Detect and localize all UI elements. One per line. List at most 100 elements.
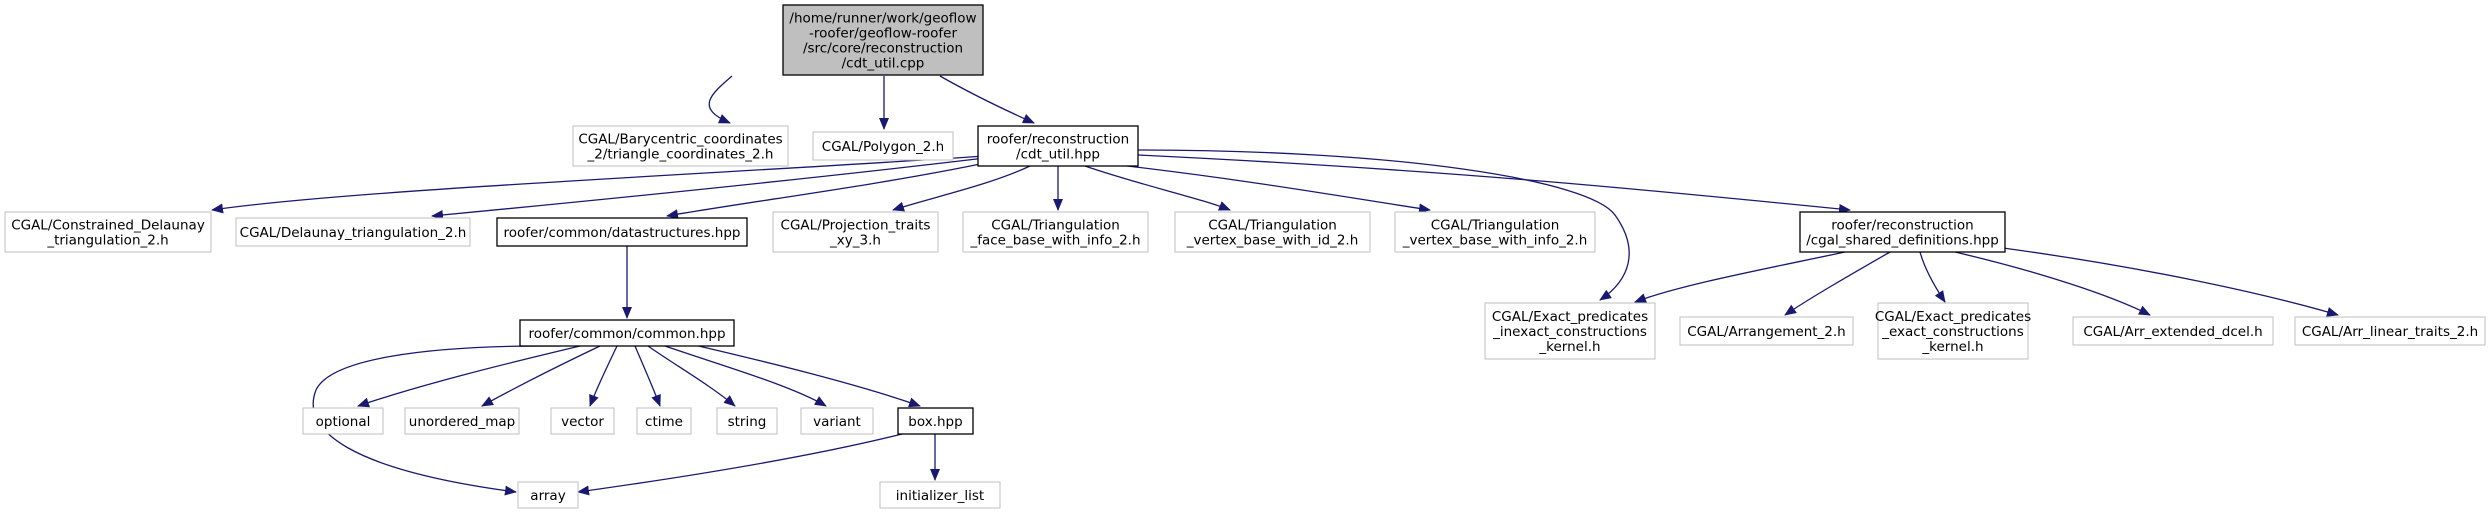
node-box bbox=[235, 217, 471, 247]
node-label-line: _triangulation_2.h bbox=[46, 233, 168, 249]
node-string: string bbox=[716, 407, 778, 435]
node-label-line: CGAL/Arr_linear_traits_2.h bbox=[2302, 324, 2478, 340]
node-delaunay: CGAL/Delaunay_triangulation_2.h bbox=[235, 217, 471, 247]
edge-cdt_hpp-to-inexact bbox=[1137, 149, 1630, 301]
node-label-line: /home/runner/work/geoflow bbox=[789, 11, 976, 27]
node-arrangement: CGAL/Arrangement_2.h bbox=[1679, 316, 1854, 346]
node-label-line: roofer/reconstruction bbox=[987, 132, 1129, 148]
edge-cgal_shared-to-exact bbox=[1919, 251, 1946, 303]
node-vector: vector bbox=[550, 407, 615, 435]
node-box bbox=[404, 407, 520, 435]
node-label-line: CGAL/Triangulation bbox=[991, 218, 1120, 234]
node-box bbox=[800, 407, 874, 435]
node-box bbox=[517, 481, 579, 509]
node-array: array bbox=[517, 481, 579, 509]
node-label-line: CGAL/Arr_extended_dcel.h bbox=[2083, 324, 2262, 340]
edge-root-to-bary bbox=[708, 75, 733, 124]
node-exact: CGAL/Exact_predicates_exact_construction… bbox=[1875, 302, 2031, 360]
node-unordered_map: unordered_map bbox=[404, 407, 520, 435]
edge-cdt_hpp-to-vertex_info bbox=[1109, 163, 1431, 214]
node-label-line: CGAL/Barycentric_coordinates bbox=[578, 132, 782, 148]
node-ctime: ctime bbox=[636, 407, 692, 435]
node-poly: CGAL/Polygon_2.h bbox=[812, 131, 954, 161]
node-face_info: CGAL/Triangulation_face_base_with_info_2… bbox=[962, 211, 1149, 253]
node-label-line: /cdt_util.cpp bbox=[842, 56, 925, 72]
node-box bbox=[496, 217, 748, 247]
node-cdt_hpp[interactable]: roofer/reconstruction/cdt_util.hpp bbox=[977, 125, 1139, 167]
node-label-line: initializer_list bbox=[896, 488, 984, 504]
edge-root-to-cdt_hpp bbox=[939, 75, 1035, 124]
node-box bbox=[519, 319, 735, 347]
edge-common-to-ctime bbox=[634, 345, 661, 407]
node-label-line: array bbox=[530, 488, 565, 504]
node-label-line: /src/core/reconstruction bbox=[803, 41, 963, 57]
node-cgal_shared[interactable]: roofer/reconstruction/cgal_shared_defini… bbox=[1799, 211, 2006, 253]
node-box bbox=[772, 211, 939, 253]
node-box bbox=[1174, 211, 1371, 253]
edge-cgal_shared-to-dcel bbox=[1954, 251, 2151, 316]
node-label-line: CGAL/Triangulation bbox=[1431, 218, 1560, 234]
node-label-line: box.hpp bbox=[908, 414, 962, 430]
node-label-line: _inexact_constructions bbox=[1492, 324, 1647, 340]
node-box bbox=[572, 125, 789, 167]
node-initializer_list: initializer_list bbox=[879, 481, 1001, 509]
node-datastructures[interactable]: roofer/common/datastructures.hpp bbox=[496, 217, 748, 247]
node-box bbox=[636, 407, 692, 435]
node-box bbox=[550, 407, 615, 435]
node-common[interactable]: roofer/common/common.hpp bbox=[519, 319, 735, 347]
node-label-line: unordered_map bbox=[409, 414, 515, 430]
node-label-line: _kernel.h bbox=[1921, 339, 1983, 355]
node-label-line: _2/triangle_coordinates_2.h bbox=[587, 147, 774, 163]
node-label-line: CGAL/Constrained_Delaunay bbox=[11, 218, 205, 234]
node-box bbox=[962, 211, 1149, 253]
node-label-line: ctime bbox=[645, 414, 683, 430]
node-label-line: roofer/common/datastructures.hpp bbox=[504, 225, 741, 241]
node-label-line: CGAL/Exact_predicates bbox=[1492, 309, 1648, 325]
node-variant: variant bbox=[800, 407, 874, 435]
node-box bbox=[812, 131, 954, 161]
edge-common-to-string bbox=[647, 345, 736, 407]
edge-common-to-vector bbox=[589, 345, 618, 407]
node-optional: optional bbox=[302, 407, 384, 435]
edge-cdt_hpp-to-projection bbox=[892, 165, 1031, 212]
node-box[interactable]: box.hpp bbox=[897, 407, 974, 435]
edge-cdt_hpp-to-vertex_id bbox=[1084, 165, 1231, 211]
edge-common-to-optional bbox=[357, 345, 581, 408]
edge-cgal_shared-to-arrangement bbox=[1784, 251, 1891, 316]
node-box bbox=[897, 407, 974, 435]
node-label-line: /cdt_util.hpp bbox=[1016, 147, 1100, 163]
node-label-line: roofer/common/common.hpp bbox=[528, 326, 725, 342]
node-label-line: CGAL/Polygon_2.h bbox=[822, 139, 944, 155]
node-label-line: CGAL/Delaunay_triangulation_2.h bbox=[240, 225, 467, 241]
node-label-line: _exact_constructions bbox=[1881, 324, 2024, 340]
node-box bbox=[879, 481, 1001, 509]
node-linear: CGAL/Arr_linear_traits_2.h bbox=[2294, 316, 2486, 346]
node-box bbox=[302, 407, 384, 435]
edge-cgal_shared-to-linear bbox=[2002, 247, 2339, 317]
node-box bbox=[2072, 316, 2274, 346]
node-label-line: _face_base_with_info_2.h bbox=[969, 233, 1140, 249]
edge-cdt_hpp-to-constrained bbox=[211, 155, 986, 214]
node-projection: CGAL/Projection_traits_xy_3.h bbox=[772, 211, 939, 253]
edge-cdt_hpp-to-delaunay bbox=[431, 157, 986, 220]
node-label-line: _vertex_base_with_id_2.h bbox=[1186, 233, 1359, 249]
node-box bbox=[782, 4, 984, 76]
edges-layer bbox=[211, 75, 2339, 496]
node-box bbox=[1394, 211, 1596, 253]
node-box bbox=[1799, 211, 2006, 253]
node-vertex_id: CGAL/Triangulation_vertex_base_with_id_2… bbox=[1174, 211, 1371, 253]
node-label-line: -roofer/geoflow-roofer bbox=[809, 26, 957, 42]
node-label-line: vector bbox=[561, 414, 604, 430]
node-label-line: variant bbox=[813, 414, 861, 430]
node-label-line: _vertex_base_with_info_2.h bbox=[1402, 233, 1588, 249]
edge-common-to-variant bbox=[664, 345, 827, 407]
edge-common-to-unordered_map bbox=[481, 345, 601, 407]
node-label-line: roofer/reconstruction bbox=[1831, 218, 1973, 234]
node-constrained: CGAL/Constrained_Delaunay_triangulation_… bbox=[4, 211, 212, 253]
edge-common-to-array bbox=[312, 345, 561, 496]
node-label-line: /cgal_shared_definitions.hpp bbox=[1806, 233, 1999, 249]
node-box bbox=[1484, 302, 1656, 360]
edge-box-to-array bbox=[577, 431, 911, 496]
node-box bbox=[977, 125, 1139, 167]
